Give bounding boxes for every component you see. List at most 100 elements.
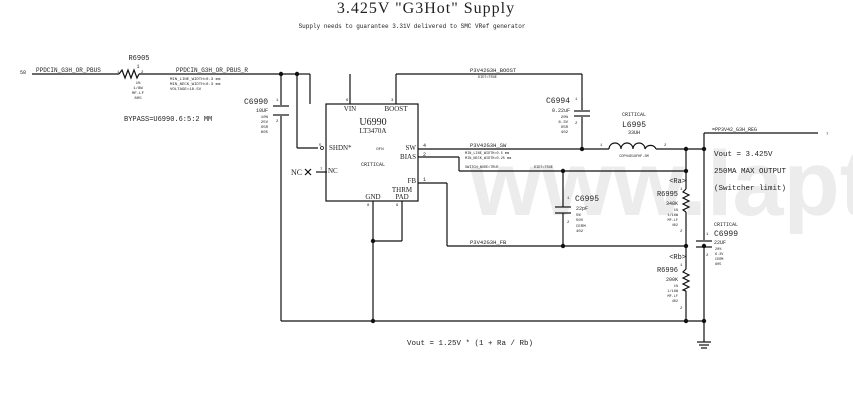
value-c6994: 0.22uF [552, 108, 570, 114]
resistor-r6905[interactable]: R6905 1 1 2 1% 1/8W MF-LF 805 [117, 55, 150, 101]
pin-fb: FB [407, 177, 416, 185]
resistor-symbol [681, 188, 691, 213]
page-subtitle: Supply needs to guarantee 3.31V delivere… [299, 23, 526, 30]
tag-rb: <Rb> [669, 254, 686, 262]
ref-c6990: C6990 [244, 98, 268, 107]
ref-r6996: R6996 [657, 267, 678, 275]
junction [579, 146, 585, 152]
prop: MF-LF [132, 92, 145, 96]
prop: 6.3V [558, 121, 568, 125]
pin-number: 1 [600, 144, 603, 148]
junction [560, 168, 566, 174]
net-label-boost[interactable]: P3V42G3H_BOOST [470, 67, 517, 74]
capacitor-c6999[interactable]: CRITICAL C6999 22UF 20% 6.3V CERM 805 1 … [696, 222, 738, 267]
pin-number: 9 [396, 204, 399, 208]
net-label-input-r[interactable]: PPDCIN_G3H_OR_PBUS_R [176, 67, 248, 74]
note-max-output: 250MA MAX OUTPUT [714, 168, 787, 176]
prop: 25V [261, 121, 269, 125]
junction [294, 71, 300, 77]
pin-number: 7 [320, 168, 323, 172]
pin-number: 2 [567, 221, 570, 225]
prop: 1/16W [667, 213, 678, 218]
net-prop: MIN_LINE_WIDTH=0.3 mm [170, 78, 221, 82]
prop: MF-LF [667, 219, 678, 223]
net-prop: DIDT=TRUE [478, 76, 497, 80]
ref-c6994: C6994 [546, 97, 570, 106]
pin-number: 6 [346, 99, 349, 103]
pin-number: 1 [567, 197, 570, 201]
pin-number: 2 [276, 120, 279, 124]
prop: 5% [576, 214, 581, 218]
tag-ra: <Ra> [669, 178, 686, 186]
prop: 805 [134, 97, 142, 101]
prop: CERM [576, 225, 586, 229]
pin-number: 2 [141, 71, 144, 75]
prop: 402 [672, 224, 678, 228]
prop: 1/8W [133, 86, 143, 91]
inductor-l6995[interactable]: CRITICAL L6995 33UH CDPH4D19FHF-SM 1 2 [600, 112, 667, 159]
junction [701, 146, 707, 152]
pin-number: 1 [276, 99, 279, 103]
pin-number: 5 [319, 144, 322, 148]
pin-number: 2 [680, 307, 683, 311]
note-formula: Vout = 1.25V * (1 + Ra / Rb) [407, 340, 533, 348]
net-label-fb[interactable]: P3V42G3H_FB [470, 239, 507, 246]
net-prop: MIN_LINE_WIDTH=0.5 mm [465, 152, 509, 156]
net-label-sw[interactable]: P3V42G3H_SW [470, 142, 507, 149]
prop: 50V [576, 219, 584, 223]
prop: 402 [561, 131, 569, 135]
prop: 805 [715, 263, 721, 267]
pin-sw: SW [406, 144, 417, 152]
junction [683, 146, 689, 152]
junction [683, 243, 689, 249]
resistor-r6996[interactable]: <Rb> R6996 200K 1% 1/16W MF-LF 402 1 2 [657, 254, 691, 311]
value-r6995: 348K [666, 201, 678, 207]
value-l6995: 33UH [628, 130, 640, 136]
capacitor-c6990[interactable]: C6990 10UF 10% 25V X5R 805 1 2 [244, 98, 289, 135]
ref-u6990: U6990 [359, 117, 386, 128]
value-c6990: 10UF [256, 108, 268, 114]
resistor-r6995[interactable]: <Ra> R6995 348K 1% 1/16W MF-LF 402 1 2 [657, 178, 691, 234]
pin-number: 1 [680, 264, 683, 268]
pin-pad: PAD [395, 193, 408, 201]
net-prop: DIDT=TRUE [534, 166, 553, 170]
capacitor-c6994[interactable]: C6994 0.22uF 20% 6.3V X5R 402 1 2 [546, 97, 590, 135]
junction [683, 168, 689, 174]
pin-number: 1 [680, 188, 683, 192]
prop: 10% [261, 116, 269, 120]
pin-gnd: GND [365, 193, 380, 201]
prop: 1/16W [667, 289, 678, 294]
pin-number: 1 [117, 71, 120, 75]
offpage-pin-output: 7 [826, 133, 829, 137]
value-c6999: 22UF [714, 240, 726, 246]
prop: X5R [561, 126, 569, 130]
prop: X5R [261, 126, 269, 130]
capacitor-c6995[interactable]: C6995 22pF 5% 50V CERM 402 1 2 [555, 195, 599, 234]
pin-number: 2 [575, 122, 578, 126]
pin-boost: BOOST [385, 105, 409, 113]
junction [701, 318, 707, 324]
net-label-output[interactable]: =PP3V42_G3H_REG [712, 127, 757, 133]
pin-number: 2 [664, 144, 667, 148]
pin-number: 4 [423, 143, 426, 149]
net-prop: MIN_NECK_WIDTH=0.25 mm [465, 157, 511, 161]
offpage-pin-input: 58 [20, 70, 26, 76]
resistor-symbol [681, 268, 691, 292]
net-prop: MIN_NECK_WIDTH=0.3 mm [170, 83, 221, 87]
inductor-coil [608, 142, 657, 150]
nc-x-line [304, 168, 312, 176]
shdn-bubble [320, 146, 324, 150]
wires [32, 73, 818, 349]
ref-l6995: L6995 [622, 121, 646, 130]
net-label-input[interactable]: PPDCIN_G3H_OR_PBUS [36, 67, 101, 74]
prop: 402 [576, 230, 584, 234]
resistor-symbol [118, 68, 140, 80]
pin-vin: VIN [344, 105, 356, 113]
note-limit: (Switcher limit) [714, 185, 786, 193]
value-r6905: 1 [136, 64, 139, 70]
ic-u6990[interactable]: VIN BOOST U6990 LT3470A SHDN* DFN SW BIA… [319, 99, 426, 208]
ic-body [325, 103, 419, 202]
ref-r6995: R6995 [657, 191, 678, 199]
package: DFN [376, 148, 384, 152]
